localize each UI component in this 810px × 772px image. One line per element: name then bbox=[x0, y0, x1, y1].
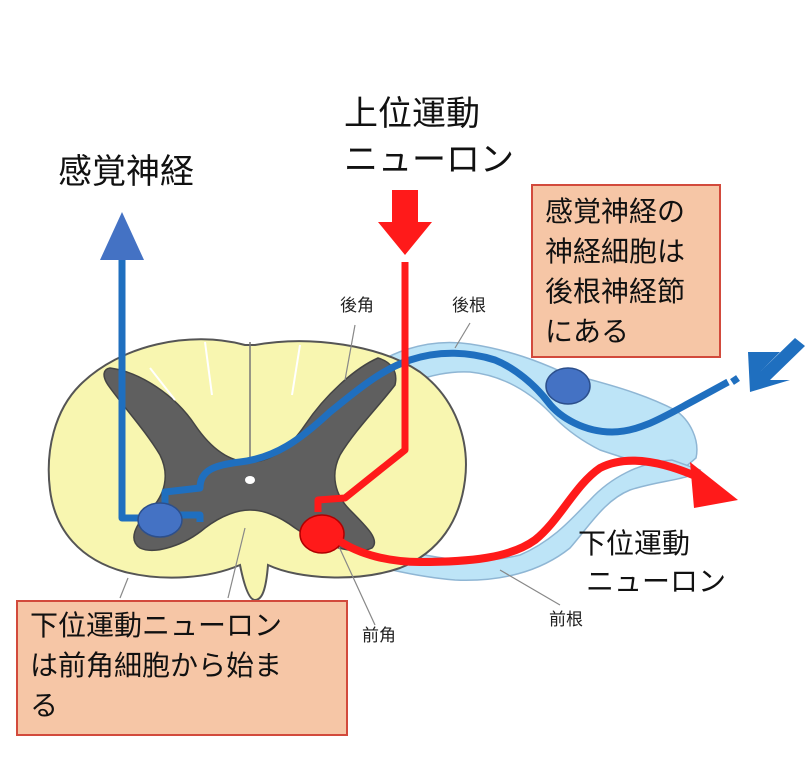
sensory-nerve-path bbox=[161, 349, 730, 522]
lower-motor-note-box: 下位運動ニューロン は前角細胞から始ま る bbox=[16, 600, 348, 736]
sensory-note-line: にある bbox=[545, 315, 630, 348]
sensory-note-line: 神経細胞は bbox=[545, 235, 686, 268]
lower-motor-label-line1: 下位運動 bbox=[578, 527, 691, 560]
ventral-horn-label: 前角 bbox=[362, 626, 396, 646]
dorsal-root-label: 後根 bbox=[452, 296, 486, 316]
dorsal-horn-cell bbox=[137, 502, 183, 538]
dorsal-horn-pointer bbox=[344, 324, 356, 381]
lower-motor-path bbox=[335, 456, 702, 566]
dorsal-root-shape bbox=[349, 341, 698, 471]
cord-septum-line bbox=[149, 367, 176, 401]
sensory-nerve-label: 感覚神経 bbox=[58, 152, 194, 192]
lower-motor-arrowhead bbox=[690, 462, 738, 508]
cord-septum-line bbox=[204, 341, 213, 396]
lower-motor-label-line2: ニューロン bbox=[586, 565, 727, 598]
note-pointer bbox=[227, 527, 246, 599]
sensory-note-line: 後根神経節 bbox=[545, 275, 686, 308]
anterior-horn-cell bbox=[299, 514, 345, 554]
sensory-incoming-arrowhead bbox=[748, 338, 805, 392]
sensory-incoming-dash bbox=[730, 375, 740, 385]
dorsal-root-pointer bbox=[454, 322, 471, 349]
lower-motor-note-line: は前角細胞から始ま bbox=[30, 649, 283, 682]
lower-motor-note-line: る bbox=[30, 689, 59, 722]
upper-motor-label-line1: 上位運動 bbox=[344, 94, 480, 134]
ventral-horn-pointer bbox=[334, 537, 376, 626]
ventral-root-label: 前根 bbox=[549, 610, 583, 630]
sensory-note-line: 感覚神経の bbox=[545, 195, 686, 228]
ventral-root-pointer bbox=[499, 569, 561, 606]
note-pointer bbox=[119, 577, 129, 599]
sensory-note-box: 感覚神経の 神経細胞は 後根神経節 にある bbox=[531, 184, 721, 358]
upper-motor-label-line2: ニューロン bbox=[344, 140, 514, 180]
ventral-root-shape bbox=[391, 459, 702, 581]
cord-septum-line bbox=[291, 344, 301, 396]
dorsal-root-ganglion bbox=[545, 367, 591, 405]
upper-motor-arrowhead bbox=[378, 190, 432, 255]
upper-motor-path bbox=[314, 262, 409, 512]
dorsal-horn-label: 後角 bbox=[340, 296, 374, 316]
central-canal bbox=[245, 476, 255, 484]
lower-motor-note-line: 下位運動ニューロン bbox=[30, 609, 283, 642]
sensory-arrowhead-up bbox=[100, 212, 144, 260]
